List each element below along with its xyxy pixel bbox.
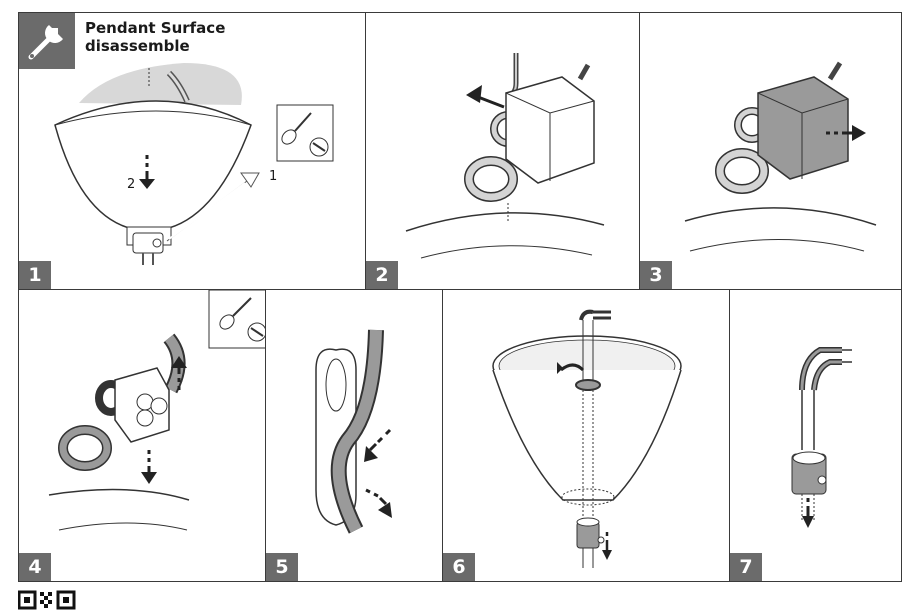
step-number-badge: 5 bbox=[266, 553, 298, 581]
step-number-badge: 7 bbox=[730, 553, 762, 581]
screwdriver-icon bbox=[208, 290, 265, 349]
arrow-label-1: 1 bbox=[269, 169, 278, 184]
step-number-badge: 1 bbox=[19, 261, 51, 289]
title-line-2: disassemble bbox=[85, 37, 190, 55]
wrench-icon bbox=[28, 25, 63, 60]
hook-release-illustration bbox=[405, 53, 605, 259]
panel-step-6: 6 bbox=[442, 289, 730, 582]
nut-removal-illustration bbox=[791, 347, 852, 528]
cable-unhook-illustration bbox=[315, 329, 392, 534]
panel-step-2: 2 bbox=[365, 12, 640, 290]
arrow-label-2: 2 bbox=[127, 177, 136, 192]
title-line-1: Pendant Surface bbox=[85, 19, 226, 37]
qr-code-icon bbox=[18, 590, 76, 610]
canopy-illustration bbox=[54, 63, 334, 265]
step-number-badge: 6 bbox=[443, 553, 475, 581]
tool-badge bbox=[19, 13, 75, 69]
canopy-slide-illustration bbox=[492, 309, 682, 568]
panel-step-5: 5 bbox=[265, 289, 443, 582]
panel-step-3: 3 bbox=[639, 12, 902, 290]
panel-step-1: Pendant Surface disassemble 2 1 1 bbox=[18, 12, 366, 290]
page-title: Pendant Surface disassemble bbox=[85, 19, 225, 55]
step-number-badge: 2 bbox=[366, 261, 398, 289]
panel-step-4: 4 bbox=[18, 289, 266, 582]
screwdriver-icon bbox=[276, 104, 334, 162]
block-removal-illustration bbox=[684, 61, 877, 252]
panel-step-7: 7 bbox=[729, 289, 902, 582]
step-number-badge: 4 bbox=[19, 553, 51, 581]
step-number-badge: 3 bbox=[640, 261, 672, 289]
terminal-unscrew-illustration bbox=[48, 290, 265, 531]
